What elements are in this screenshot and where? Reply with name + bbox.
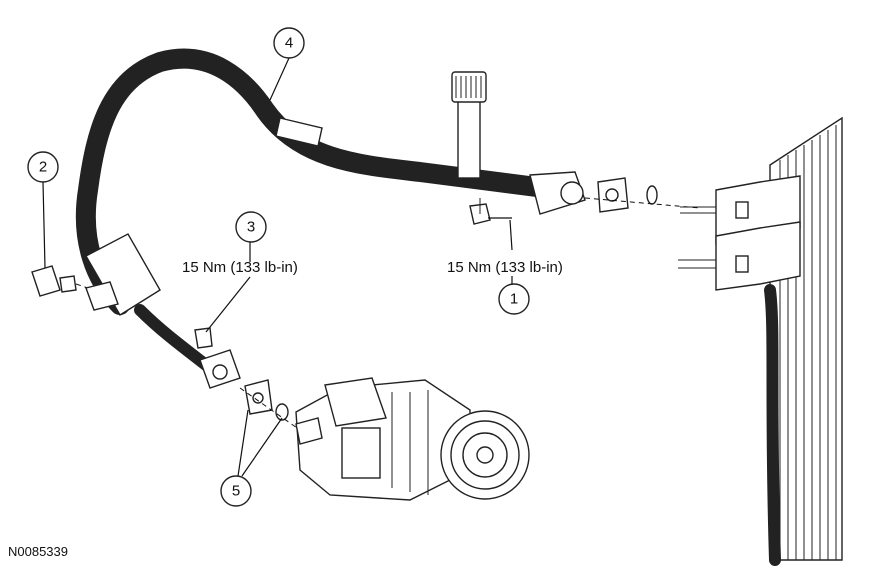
callout-5: 5 xyxy=(220,475,252,507)
callout-3-label: 3 xyxy=(247,219,255,236)
callout-1: 1 xyxy=(498,283,530,315)
callout-4-label: 4 xyxy=(285,35,293,52)
callout-1-label: 1 xyxy=(510,291,518,308)
pressure-switch xyxy=(31,265,119,311)
condenser xyxy=(678,116,843,566)
torque-spec-item-1: 15 Nm (133 lb-in) xyxy=(447,259,563,276)
callout-4: 4 xyxy=(273,27,305,59)
compressor-seals xyxy=(239,379,301,431)
muffler xyxy=(85,233,241,389)
callout-5-label: 5 xyxy=(232,483,240,500)
callout-2: 2 xyxy=(27,151,59,183)
ac-hose-assembly xyxy=(75,48,701,315)
leader-lines xyxy=(42,57,513,477)
torque-spec-item-3: 15 Nm (133 lb-in) xyxy=(182,259,298,276)
ac-compressor xyxy=(295,377,530,501)
callout-2-label: 2 xyxy=(39,159,47,176)
callout-3: 3 xyxy=(235,211,267,243)
figure-id: N0085339 xyxy=(8,544,68,559)
